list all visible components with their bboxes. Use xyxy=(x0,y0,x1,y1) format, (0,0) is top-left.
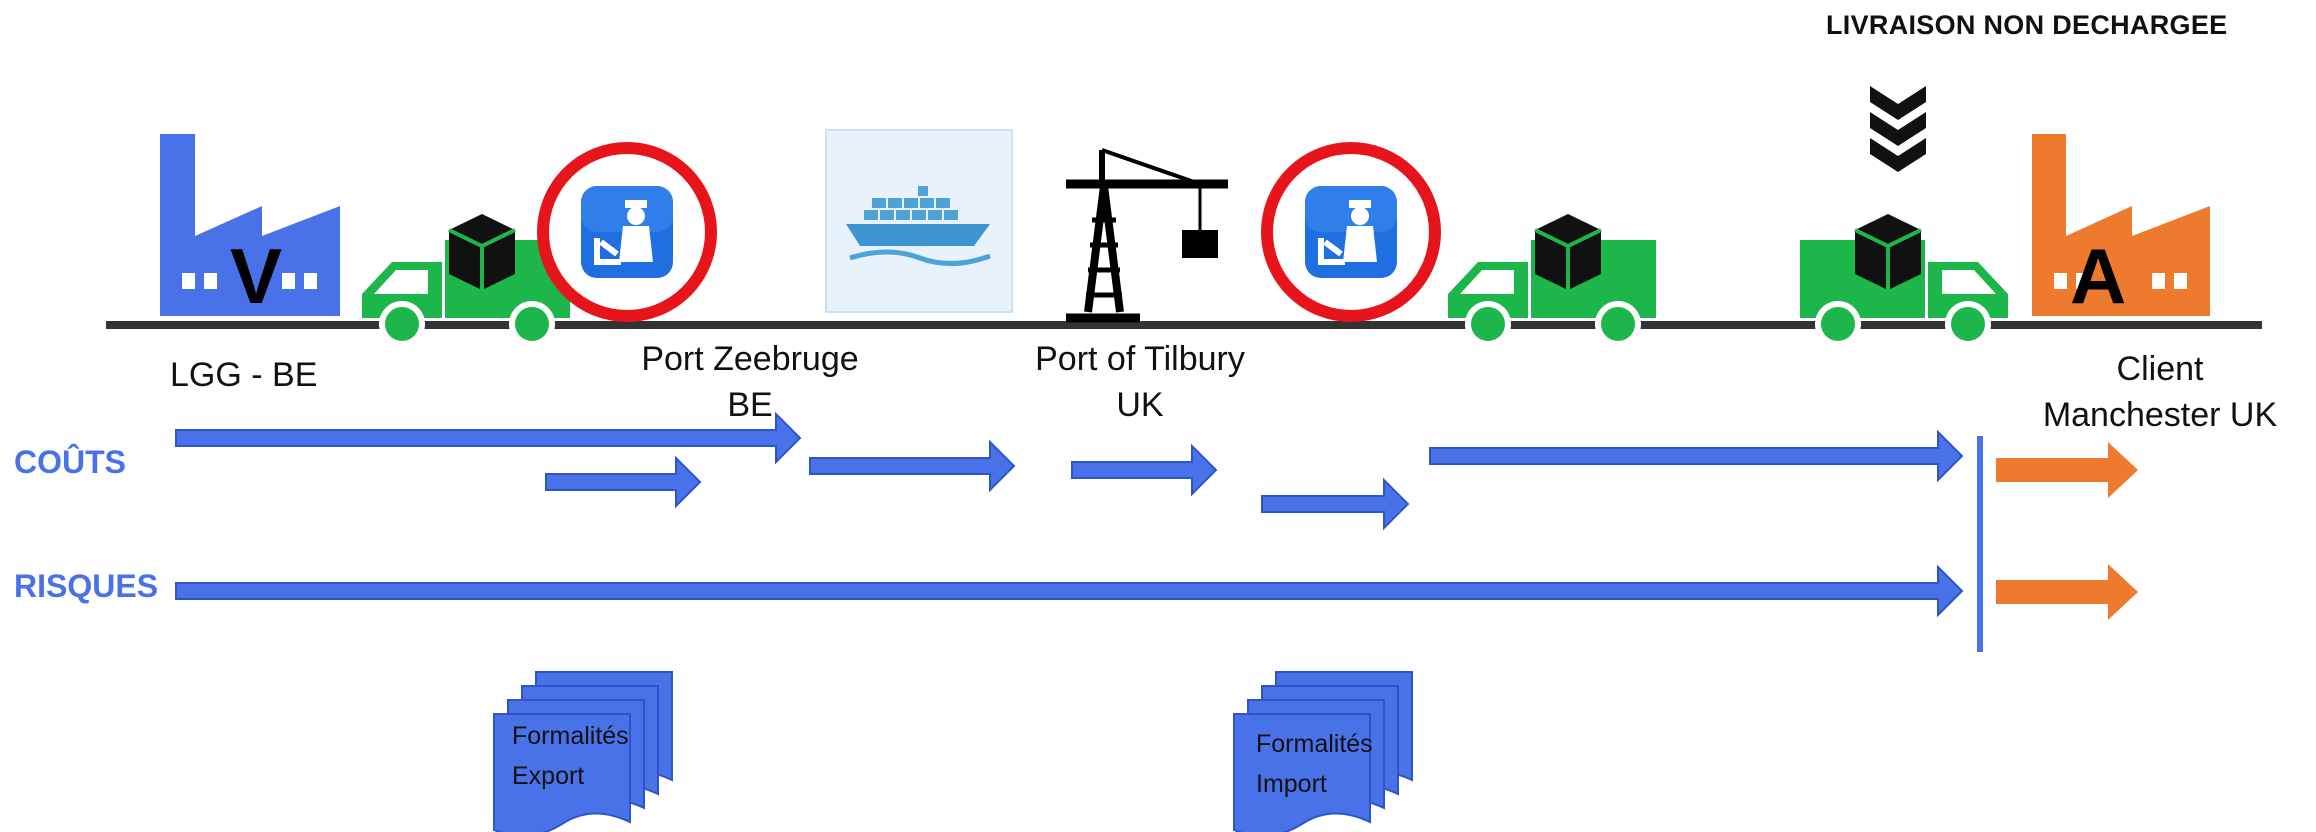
cost-arrows xyxy=(175,411,1964,531)
buyer-cost-arrow xyxy=(1996,442,2138,498)
factory-icon xyxy=(2032,134,2210,316)
customs-officer-icon xyxy=(543,148,711,316)
delivery-term-banner: LIVRAISON NON DECHARGEE xyxy=(1826,10,2228,40)
import-formalities-label: Formalités Import xyxy=(1256,730,1373,798)
export-formalities-label: Formalités Export xyxy=(512,722,629,790)
unload-chevrons-icon xyxy=(1870,86,1926,172)
seller-letter: V xyxy=(230,232,283,320)
cost-arrow xyxy=(809,439,1016,493)
port-crane-icon xyxy=(1066,148,1228,323)
risk-arrow xyxy=(175,564,1964,618)
costs-row-label: COÛTS xyxy=(14,444,126,480)
buyer-risk-arrow xyxy=(1996,564,2138,620)
risks-row-label: RISQUES xyxy=(14,568,159,604)
place-buyer: Client Manchester UK xyxy=(2042,350,2278,434)
cost-arrow xyxy=(545,455,702,509)
customs-officer-icon xyxy=(1267,148,1435,316)
place-port-export: Port Zeebruge BE xyxy=(641,340,859,424)
place-port-import: Port of Tilbury UK xyxy=(1035,340,1245,424)
cost-arrow xyxy=(1429,429,1964,483)
buyer-letter: A xyxy=(2070,232,2127,320)
place-seller: LGG - BE xyxy=(170,356,318,394)
factory-icon xyxy=(160,134,340,316)
transfer-point-line xyxy=(1977,436,1983,652)
cargo-ship-icon xyxy=(825,129,1013,313)
cost-arrow xyxy=(175,411,802,465)
cost-arrow xyxy=(1071,443,1218,497)
cost-arrow xyxy=(1261,477,1410,531)
